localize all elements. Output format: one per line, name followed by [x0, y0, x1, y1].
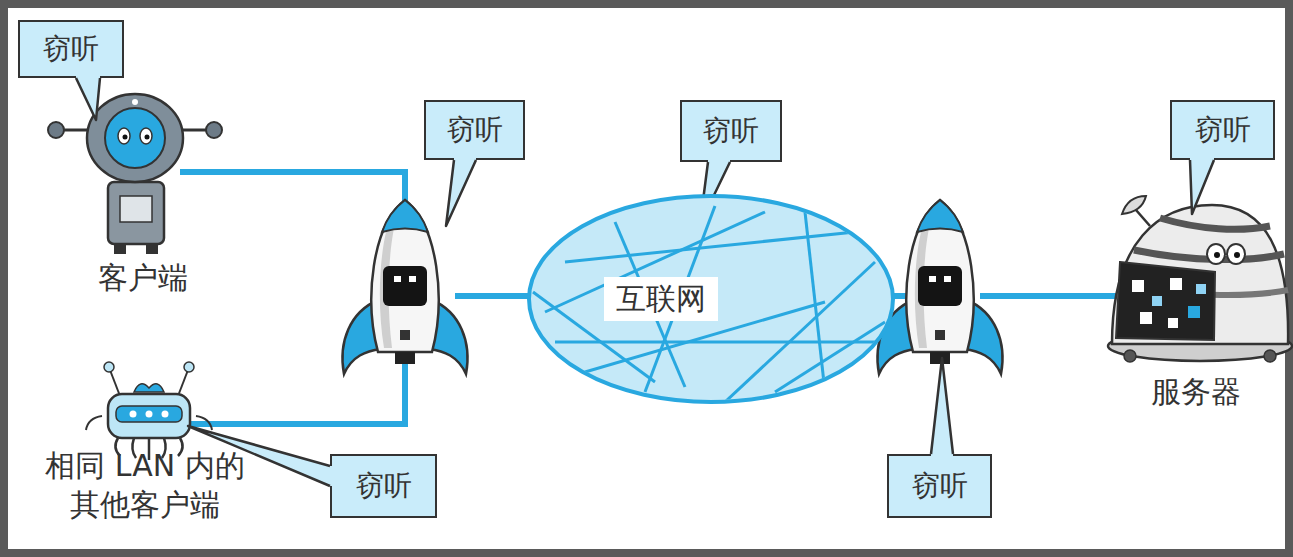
callout-tail-fill — [931, 358, 953, 458]
internet-ellipse: 互联网 — [525, 192, 897, 406]
callout-tail-line — [931, 358, 953, 454]
callout-box: 窃听 — [1170, 100, 1275, 160]
router-rocket — [877, 200, 1002, 374]
callout-box: 窃听 — [887, 454, 992, 518]
callout-text: 窃听 — [1195, 113, 1251, 147]
callout-tail-line — [1190, 160, 1214, 214]
callout-tail-line — [76, 78, 100, 120]
callout-text: 窃听 — [703, 114, 759, 148]
callout-box: 窃听 — [18, 20, 124, 78]
server-robot — [1108, 196, 1292, 362]
frame — [4, 4, 1289, 553]
network-wire — [180, 172, 1118, 424]
callout-box: 窃听 — [680, 100, 782, 162]
client-robot — [48, 94, 222, 254]
callout-tail-fill — [1190, 156, 1214, 214]
callout-box: 窃听 — [330, 454, 437, 518]
device-label: 客户端 — [98, 258, 188, 297]
callout-box: 窃听 — [424, 100, 525, 160]
device-label: 服务器 — [1151, 372, 1241, 411]
callout-text: 窃听 — [43, 32, 99, 66]
network-label: 互联网 — [604, 277, 718, 321]
callout-tail-fill — [76, 74, 100, 120]
callout-text: 窃听 — [912, 469, 968, 503]
callout-text: 窃听 — [356, 469, 412, 503]
router-rocket — [342, 200, 467, 374]
callout-text: 窃听 — [447, 113, 503, 147]
callout-tail-fill — [446, 156, 476, 226]
lan-client-robot — [86, 362, 212, 460]
device-label: 相同 LAN 内的 其他客户端 — [40, 446, 250, 524]
callout-tail-line — [446, 160, 476, 226]
